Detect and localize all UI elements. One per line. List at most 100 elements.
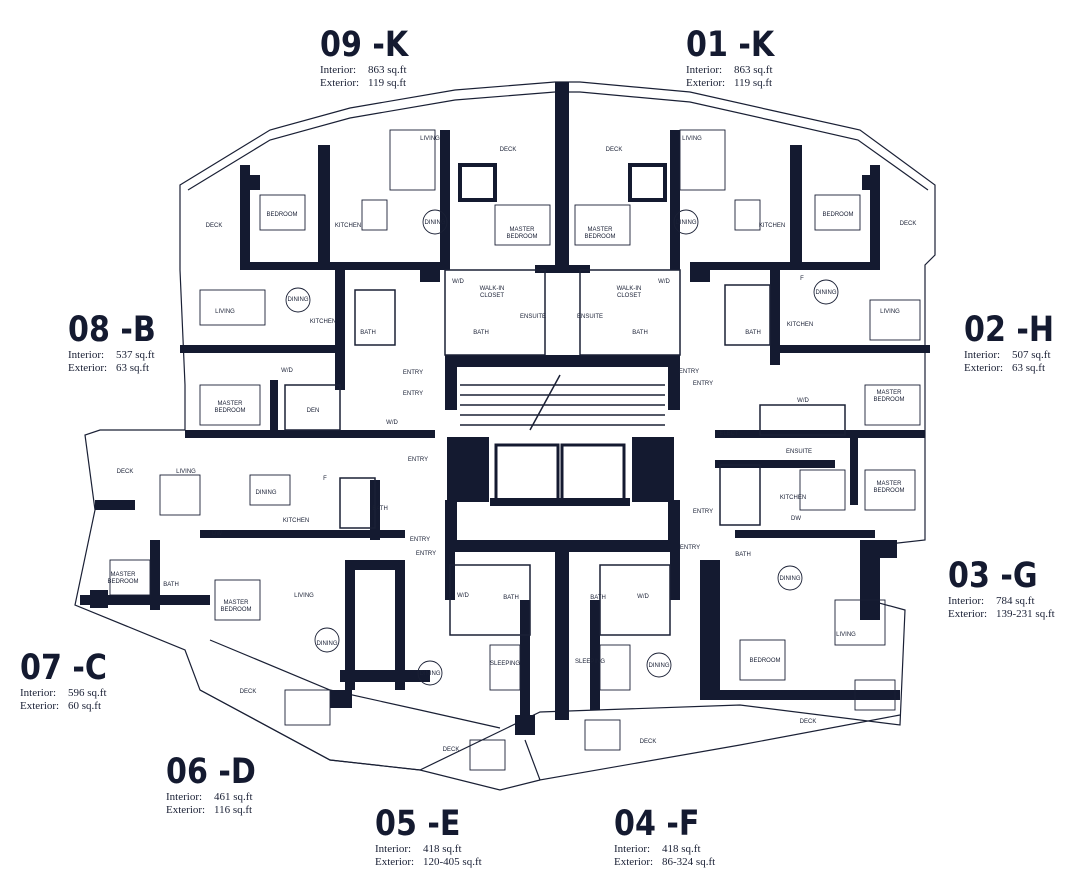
room-label-bedroom: BEDROOM [749, 658, 780, 664]
interior-label: Interior: [686, 64, 723, 76]
room-label-dining: DINING [256, 490, 277, 496]
room-label-sleeping: SLEEPING [575, 659, 605, 665]
unit-code: 08 -B [68, 310, 156, 350]
unit-02-h: 02 -H Interior:507 sq.ft Exterior:63 sq.… [964, 311, 1069, 375]
room-label-deck: DECK [800, 719, 817, 725]
unit-01-k: 01 -K Interior:863 sq.ft Exterior:119 sq… [686, 26, 789, 90]
room-label-entry: ENTRY [416, 551, 436, 557]
room-label-bath: BATH [503, 595, 519, 601]
room-label-dining: DINING [649, 663, 670, 669]
interior-label: Interior: [948, 595, 985, 607]
room-label-walkin: CLOSET [617, 293, 641, 299]
room-label-entry: ENTRY [408, 457, 428, 463]
exterior-value: 63 sq.ft [1012, 362, 1045, 374]
interior-label: Interior: [375, 843, 412, 855]
room-label-entry: ENTRY [679, 369, 699, 375]
room-label-master: MASTER [876, 390, 902, 396]
interior-value: 461 sq.ft [214, 791, 253, 803]
unit-code: 09 -K [320, 25, 409, 65]
room-label-walkin: WALK-IN [617, 286, 642, 292]
room-label-dining: DINING [780, 576, 801, 582]
room-label-dining: DINING [420, 671, 441, 677]
room-label-kitchen: KITCHEN [335, 223, 361, 229]
room-label-entry: ENTRY [403, 370, 423, 376]
room-label-wd: W/D [637, 594, 649, 600]
room-label-master: MASTER [110, 572, 136, 578]
room-label-wd: W/D [457, 593, 469, 599]
room-label-dining: DINING [676, 220, 697, 226]
unit-code: 02 -H [964, 310, 1055, 350]
interior-label: Interior: [20, 687, 57, 699]
unit-05-e: 05 -E Interior: 418 sq.ft Exterior: 120-40… [375, 805, 482, 869]
room-label-bath: BATH [372, 506, 388, 512]
room-label-dw: DW [791, 516, 801, 522]
interior-value: 863 sq.ft [734, 64, 773, 76]
unit-04-f: 04 -F Interior:418 sq.ft Exterior:86-324… [614, 805, 715, 869]
exterior-label: Exterior: [375, 856, 415, 868]
exterior-label: Exterior: [68, 362, 108, 374]
room-label-bedroom: BEDROOM [266, 212, 297, 218]
unit-code: 07 -C [20, 648, 107, 688]
interior-value: 596 sq.ft [68, 687, 107, 699]
room-labels: DECK DECK DECK DECK DECK DECK DECK DECK … [107, 136, 916, 753]
interior-label: Interior: [320, 64, 357, 76]
room-label-dining: DINING [425, 220, 446, 226]
room-label-kitchen: KITCHEN [310, 319, 336, 325]
exterior-label: Exterior: [686, 77, 726, 89]
room-label-dining: DINING [317, 641, 338, 647]
room-label-entry: ENTRY [680, 545, 700, 551]
room-label-deck: DECK [117, 469, 134, 475]
interior-value: 784 sq.ft [996, 595, 1035, 607]
room-label-ensuite: ENSUITE [786, 449, 812, 455]
room-label-dw: DW [212, 531, 222, 537]
room-label-sleeping: SLEEPING [490, 661, 520, 667]
room-label-bath: BATH [745, 330, 761, 336]
room-label-deck: DECK [206, 223, 223, 229]
room-label-master: BEDROOM [220, 607, 251, 613]
room-label-living: LIVING [880, 309, 900, 315]
room-label-entry: ENTRY [410, 537, 430, 543]
unit-code: 01 -K [686, 25, 775, 65]
interior-value: 418 sq.ft [423, 843, 462, 855]
room-label-master: MASTER [217, 401, 243, 407]
structural-walls [80, 82, 930, 735]
interior-value: 537 sq.ft [116, 349, 155, 361]
interior-value: 418 sq.ft [662, 843, 701, 855]
interior-label: Interior: [166, 791, 203, 803]
room-label-kitchen: KITCHEN [759, 223, 785, 229]
room-label-ensuite: ENSUITE [577, 314, 603, 320]
exterior-label: Exterior: [166, 804, 206, 816]
unit-code: 05 -E [375, 804, 461, 844]
exterior-label: Exterior: [320, 77, 360, 89]
unit-06-d: 06 -D Interior: 461 sq.ft Exterior: 116 sq… [166, 753, 270, 817]
furniture [109, 129, 921, 771]
exterior-value: 119 sq.ft [368, 77, 407, 89]
exterior-label: Exterior: [614, 856, 654, 868]
exterior-value: 120-405 sq.ft [423, 856, 482, 868]
room-label-master: BEDROOM [506, 234, 537, 240]
interior-label: Interior: [964, 349, 1001, 361]
room-label-elect: ELECT [719, 431, 739, 437]
unit-code: 04 -F [614, 804, 700, 844]
room-label-deck: DECK [443, 747, 460, 753]
room-label-master: BEDROOM [584, 234, 615, 240]
room-label-master: MASTER [509, 227, 535, 233]
room-label-living: LIVING [682, 136, 702, 142]
room-label-bath: BATH [735, 552, 751, 558]
exterior-value: 139-231 sq.ft [996, 608, 1055, 620]
exterior-label: Exterior: [964, 362, 1004, 374]
room-label-bath: BATH [163, 582, 179, 588]
room-label-kitchen: KITCHEN [780, 495, 806, 501]
unit-code: 06 -D [166, 752, 256, 792]
exterior-value: 60 sq.ft [68, 700, 101, 712]
room-label-bath: BATH [590, 595, 606, 601]
unit-08-b: 08 -B Interior:537 sq.ft Exterior:63 sq.… [68, 311, 170, 375]
room-label-living: LIVING [420, 136, 440, 142]
room-label-deck: DECK [900, 221, 917, 227]
room-label-bath: BATH [473, 330, 489, 336]
room-label-kitchen: KITCHEN [283, 518, 309, 524]
room-label-ensuite: ENSUITE [520, 314, 546, 320]
room-label-bedroom: BEDROOM [822, 212, 853, 218]
exterior-value: 116 sq.ft [214, 804, 253, 816]
